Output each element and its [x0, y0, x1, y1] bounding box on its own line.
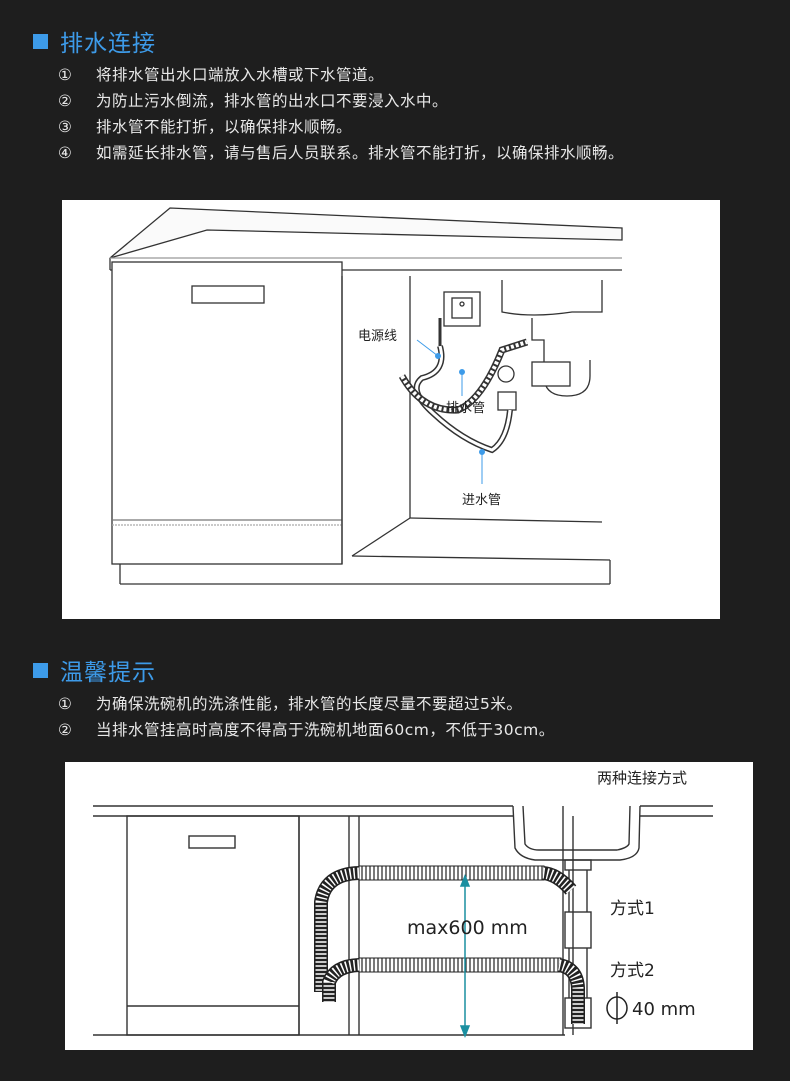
section-title-drain-connection: 排水连接	[33, 24, 156, 58]
section-title-text: 温馨提示	[60, 660, 156, 686]
section-title-text: 排水连接	[60, 31, 156, 57]
diameter-icon	[606, 992, 628, 1024]
connection-methods-illustration: 两种连接方式	[93, 769, 713, 1039]
installation-illustration: 电源线 排水管 进水管	[109, 207, 623, 585]
label-drain-hose: 排水管	[446, 401, 485, 416]
installation-diagram: 电源线 排水管 进水管	[62, 200, 720, 619]
square-bullet-icon	[33, 662, 48, 678]
label-inlet-hose: 进水管	[462, 493, 501, 508]
connection-methods-diagram: 两种连接方式	[65, 762, 753, 1050]
diameter-label: 40 mm	[632, 999, 696, 1020]
diagram-heading: 两种连接方式	[597, 769, 687, 787]
square-bullet-icon	[33, 33, 48, 49]
section-title-tips: 温馨提示	[33, 653, 156, 687]
height-limit-label: max600 mm	[407, 917, 528, 939]
method2-label: 方式2	[610, 961, 655, 981]
method1-label: 方式1	[610, 899, 655, 919]
label-power-cord: 电源线	[358, 329, 397, 344]
